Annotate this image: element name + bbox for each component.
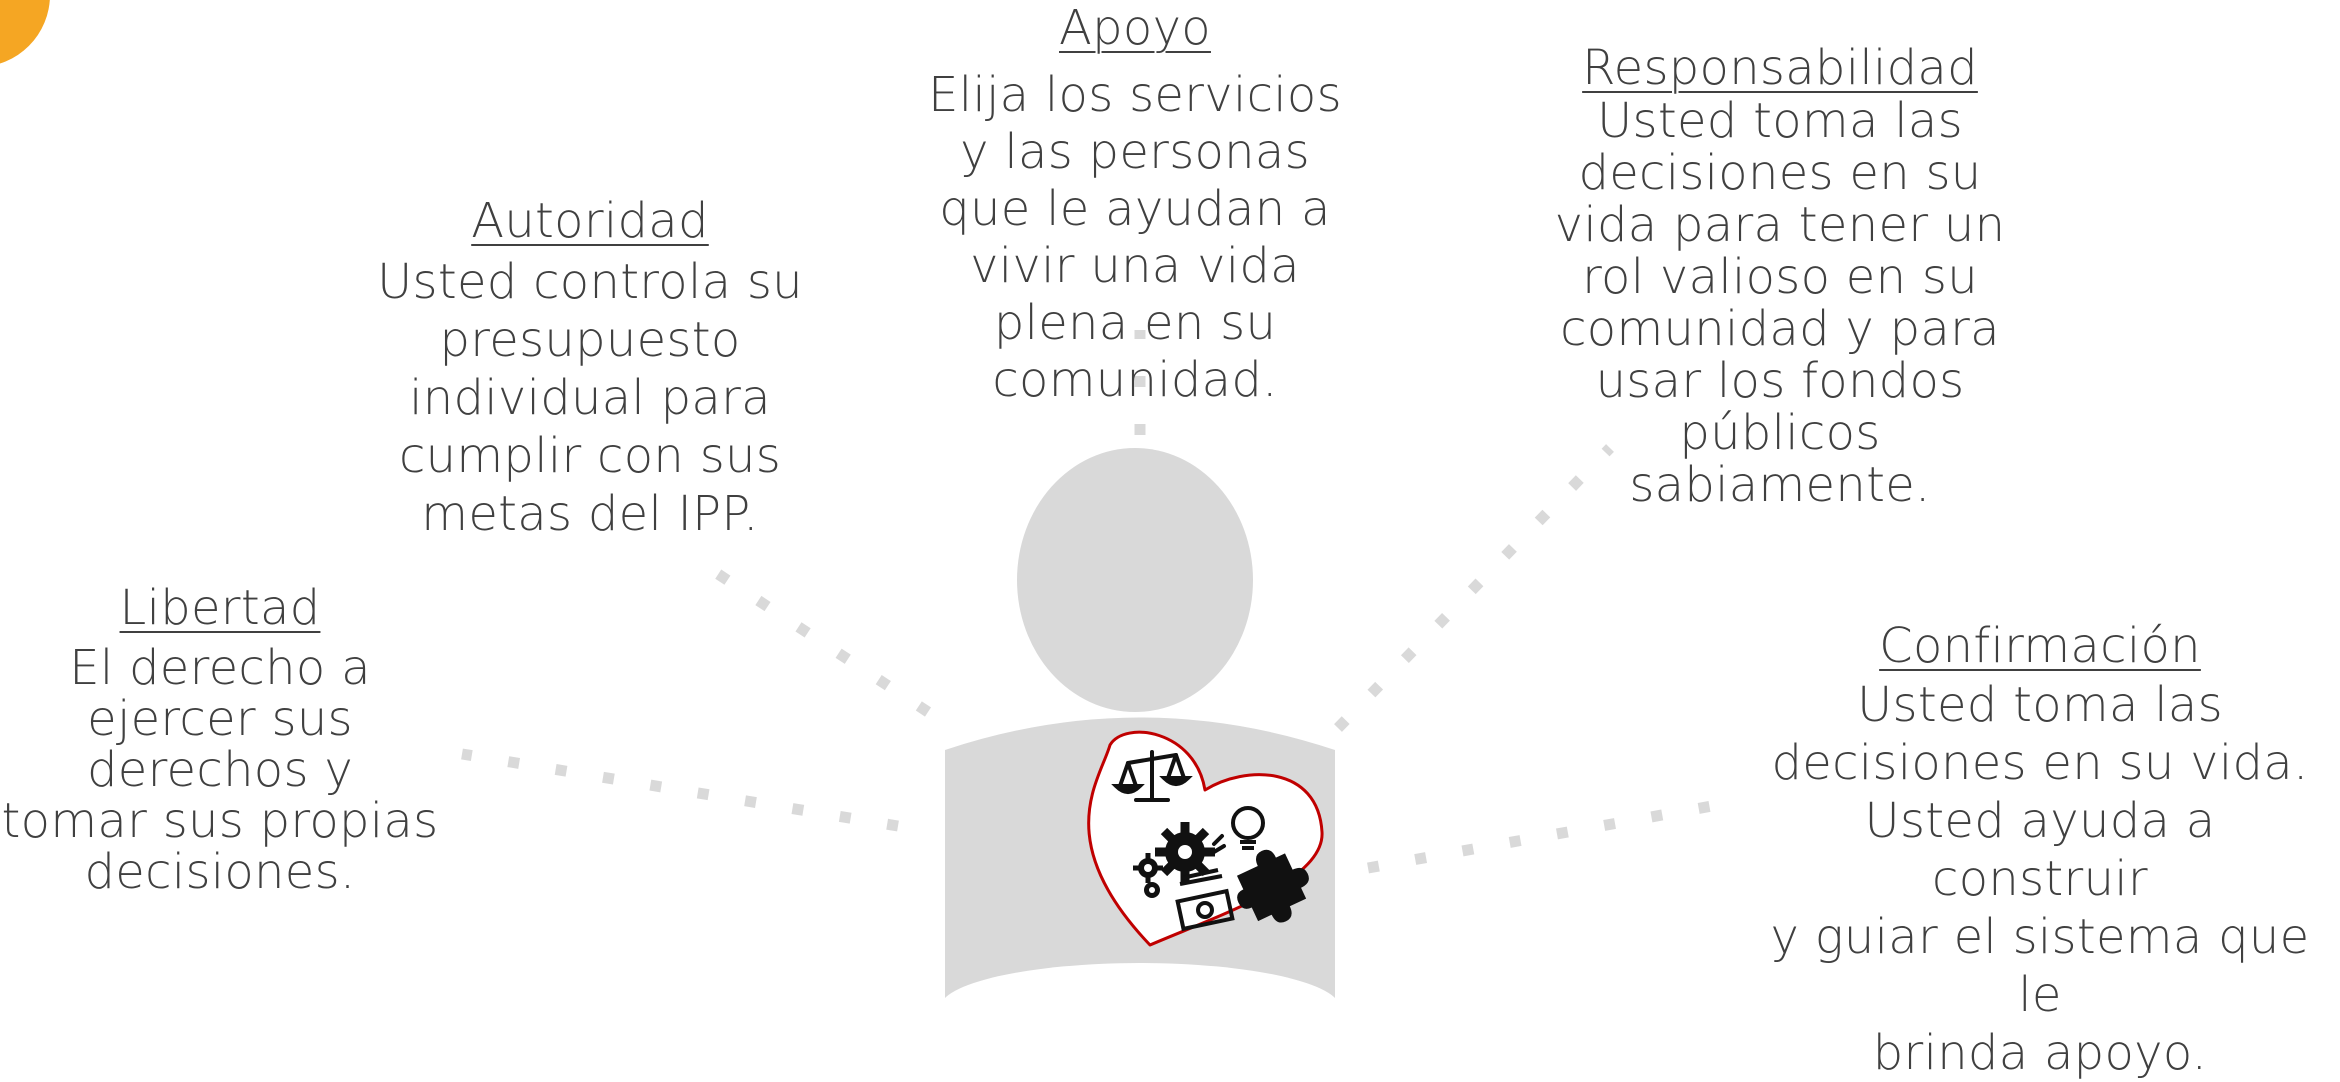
principle-apoyo: Apoyo Elija los servicios y las personas… — [905, 2, 1365, 409]
connector-responsabilidad — [1334, 444, 1614, 732]
connector-confirmacion — [1367, 800, 1713, 874]
principle-libertad: Libertad El derecho a ejercer sus derech… — [0, 582, 440, 898]
person-head — [1017, 448, 1253, 712]
confirmacion-title: Confirmación — [1879, 618, 2201, 674]
scales-icon — [1111, 750, 1193, 802]
libertad-body: El derecho a ejercer sus derechos y toma… — [1, 640, 439, 900]
puzzle-icon — [1236, 849, 1309, 923]
apoyo-title: Apoyo — [1059, 0, 1211, 56]
apoyo-body: Elija los servicios y las personas que l… — [928, 67, 1342, 408]
principle-autoridad: Autoridad Usted controla su presupuesto … — [370, 195, 810, 543]
lightbulb-icon — [1212, 806, 1265, 854]
principle-confirmacion: Confirmación Usted toma las decisiones e… — [1750, 620, 2330, 1082]
responsabilidad-title: Responsabilidad — [1582, 40, 1978, 96]
connector-libertad — [461, 748, 899, 832]
corner-accent-circle — [0, 0, 50, 64]
gears-icon — [1133, 822, 1215, 898]
autoridad-body: Usted controla su presupuesto individual… — [377, 254, 803, 542]
autoridad-title: Autoridad — [471, 193, 709, 249]
heart-emblem — [1087, 730, 1324, 947]
confirmacion-body: Usted toma las decisiones en su vida. Us… — [1770, 677, 2310, 1081]
responsabilidad-body: Usted toma las decisiones en su vida par… — [1554, 93, 2006, 513]
diagram-canvas — [0, 0, 1713, 1000]
person-body-cutout — [943, 963, 1337, 1000]
principle-responsabilidad: Responsabilidad Usted toma las decisione… — [1530, 40, 2030, 513]
money-icon — [1175, 868, 1235, 932]
connector-lines — [461, 330, 1713, 874]
connector-autoridad — [711, 567, 932, 717]
libertad-title: Libertad — [119, 580, 321, 636]
